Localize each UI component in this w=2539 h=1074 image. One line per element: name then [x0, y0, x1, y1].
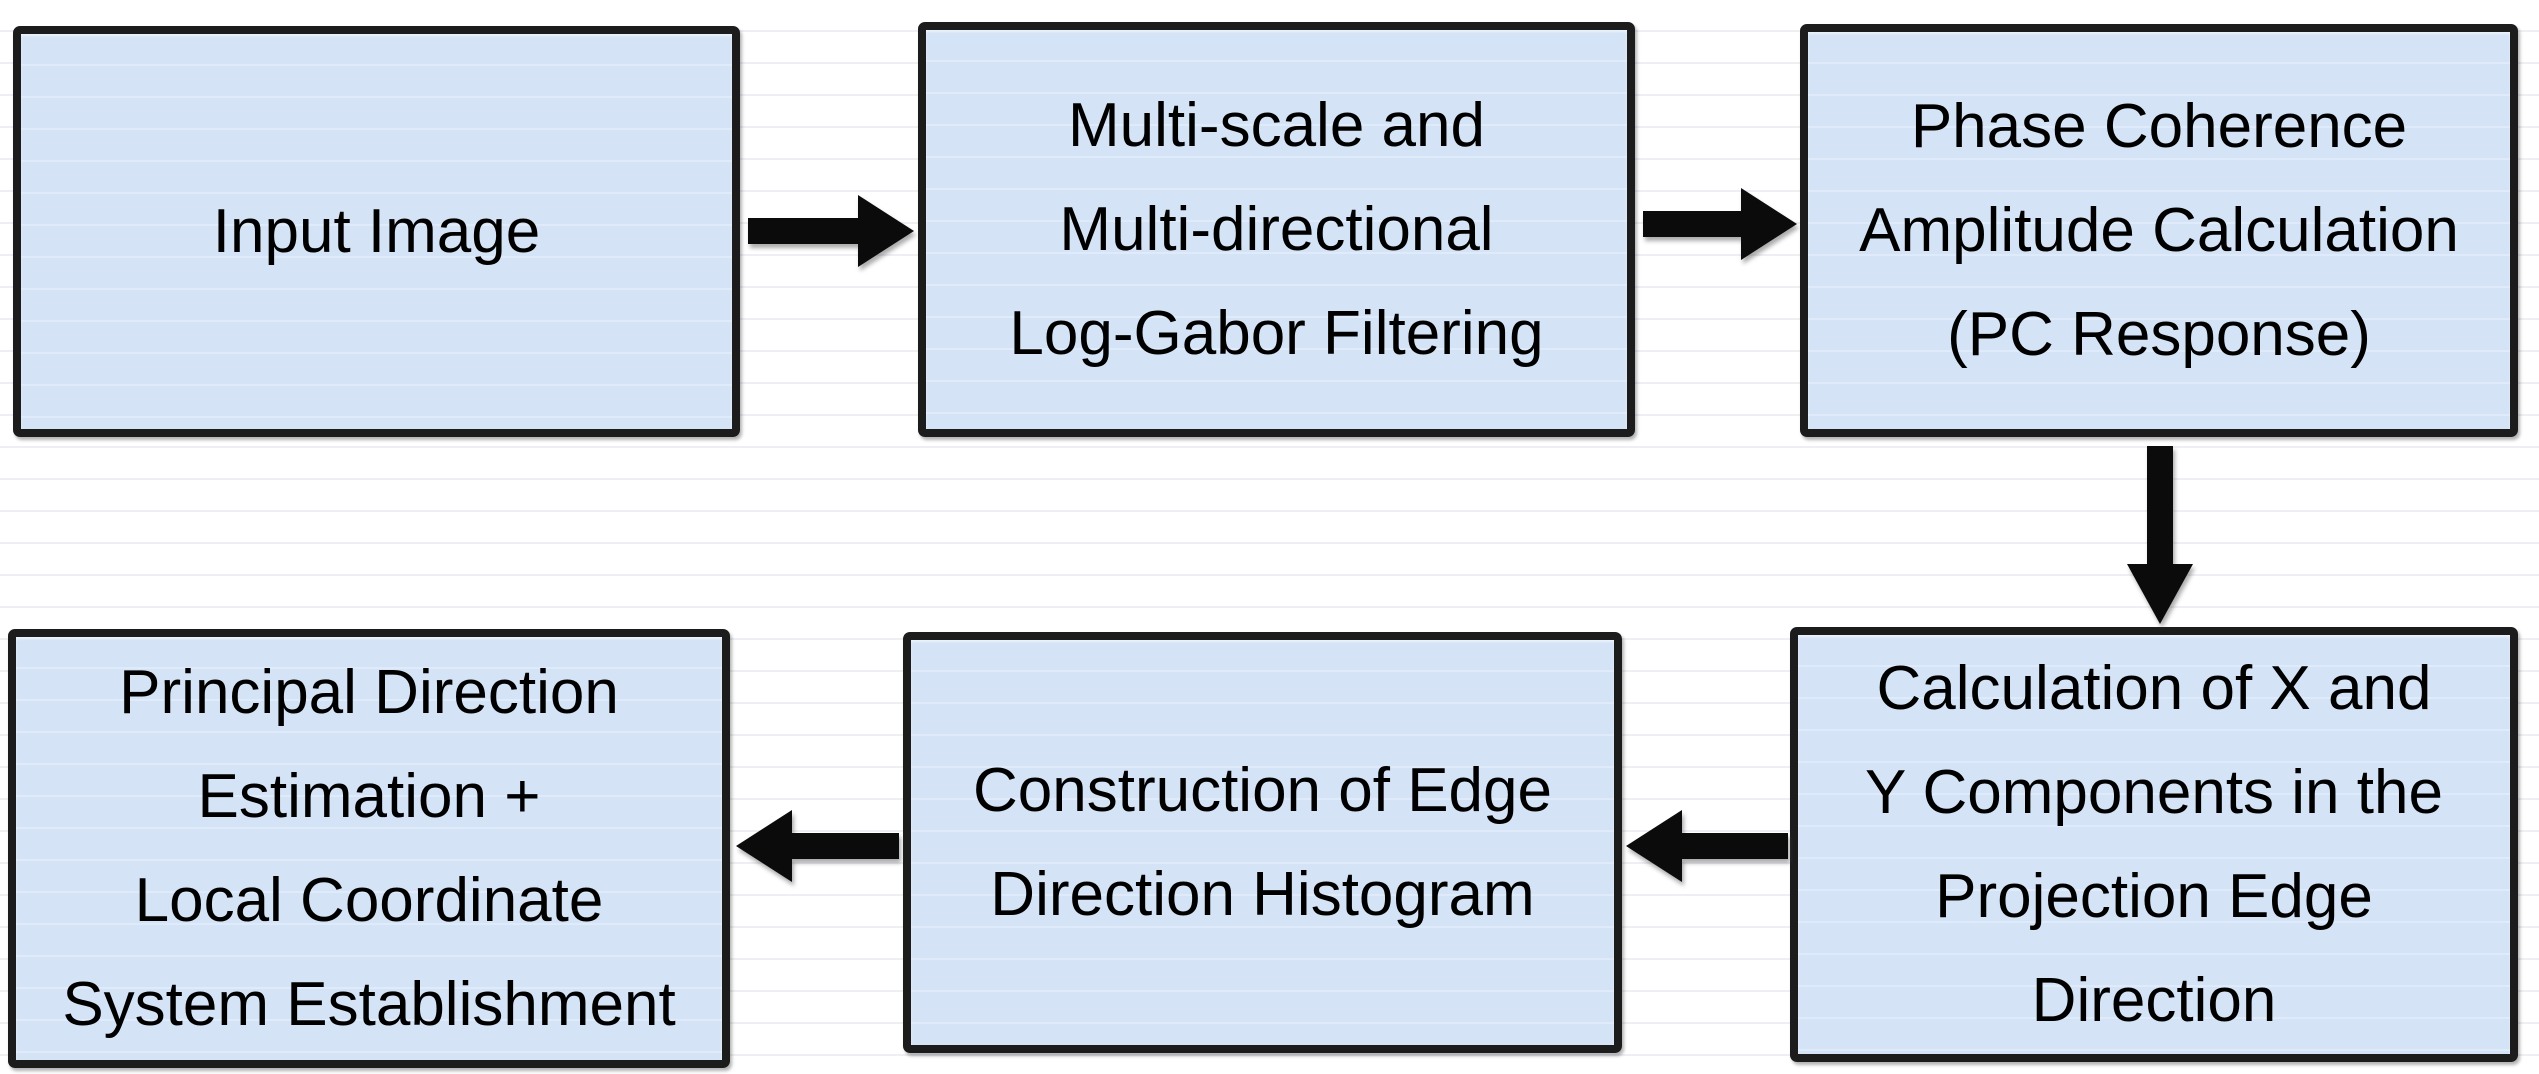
- node-label: Multi-scale and Multi-directional Log-Ga…: [1009, 90, 1544, 368]
- arrow-head: [736, 810, 792, 882]
- arrow-right-icon: [1643, 188, 1797, 260]
- arrow-head: [858, 195, 914, 267]
- flow-node-xy-components: Calculation of X and Y Components in the…: [1790, 627, 2518, 1062]
- arrow-head: [2127, 564, 2193, 624]
- arrow-head: [1741, 188, 1797, 260]
- node-label: Principal Direction Estimation + Local C…: [62, 657, 676, 1039]
- flow-node-pc-response: Phase Coherence Amplitude Calculation (P…: [1800, 24, 2518, 437]
- arrow-left-icon: [736, 810, 899, 882]
- arrow-shaft: [2147, 446, 2173, 566]
- arrow-head: [1626, 810, 1682, 882]
- node-label: Construction of Edge Direction Histogram: [972, 755, 1552, 929]
- arrow-shaft: [786, 833, 899, 859]
- flow-node-principal-direction: Principal Direction Estimation + Local C…: [8, 629, 730, 1068]
- node-label: Input Image: [212, 196, 541, 266]
- arrow-shaft: [1643, 211, 1747, 237]
- arrow-left-icon: [1626, 810, 1788, 882]
- node-label: Phase Coherence Amplitude Calculation (P…: [1859, 91, 2459, 369]
- arrow-down-icon: [2127, 446, 2193, 626]
- flow-node-edge-direction-histogram: Construction of Edge Direction Histogram: [903, 632, 1622, 1053]
- flow-node-log-gabor-filtering: Multi-scale and Multi-directional Log-Ga…: [918, 22, 1635, 437]
- flow-node-input-image: Input Image: [13, 26, 740, 437]
- arrow-shaft: [1676, 833, 1788, 859]
- arrow-shaft: [748, 218, 864, 244]
- arrow-right-icon: [748, 195, 914, 267]
- node-label: Calculation of X and Y Components in the…: [1865, 653, 2443, 1035]
